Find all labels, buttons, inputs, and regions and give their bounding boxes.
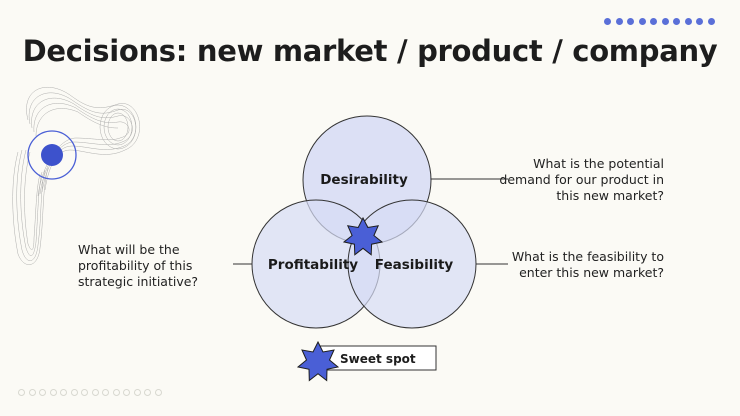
label-desirability: Desirability [320,172,408,188]
label-feasibility: Feasibility [375,257,454,273]
question-feasibility: What is the feasibility to enter this ne… [511,249,664,280]
decorative-dot [41,144,63,166]
decorative-ring [27,130,77,180]
sweet-spot-star-icon [342,216,384,256]
decorative-dots-bottom [18,389,162,396]
legend-star-icon [296,340,340,382]
circle-feasibility [347,199,477,329]
decorative-ribbon-graphic [12,86,140,265]
question-desirability: What is the potential demand for our pro… [499,156,664,203]
page-title: Decisions: new market / product / compan… [22,34,718,68]
label-profitability: Profitability [268,257,358,273]
legend-label: Sweet spot [340,352,416,366]
question-profitability: What will be the profitability of this s… [78,242,199,289]
decorative-dots-top [604,18,715,25]
